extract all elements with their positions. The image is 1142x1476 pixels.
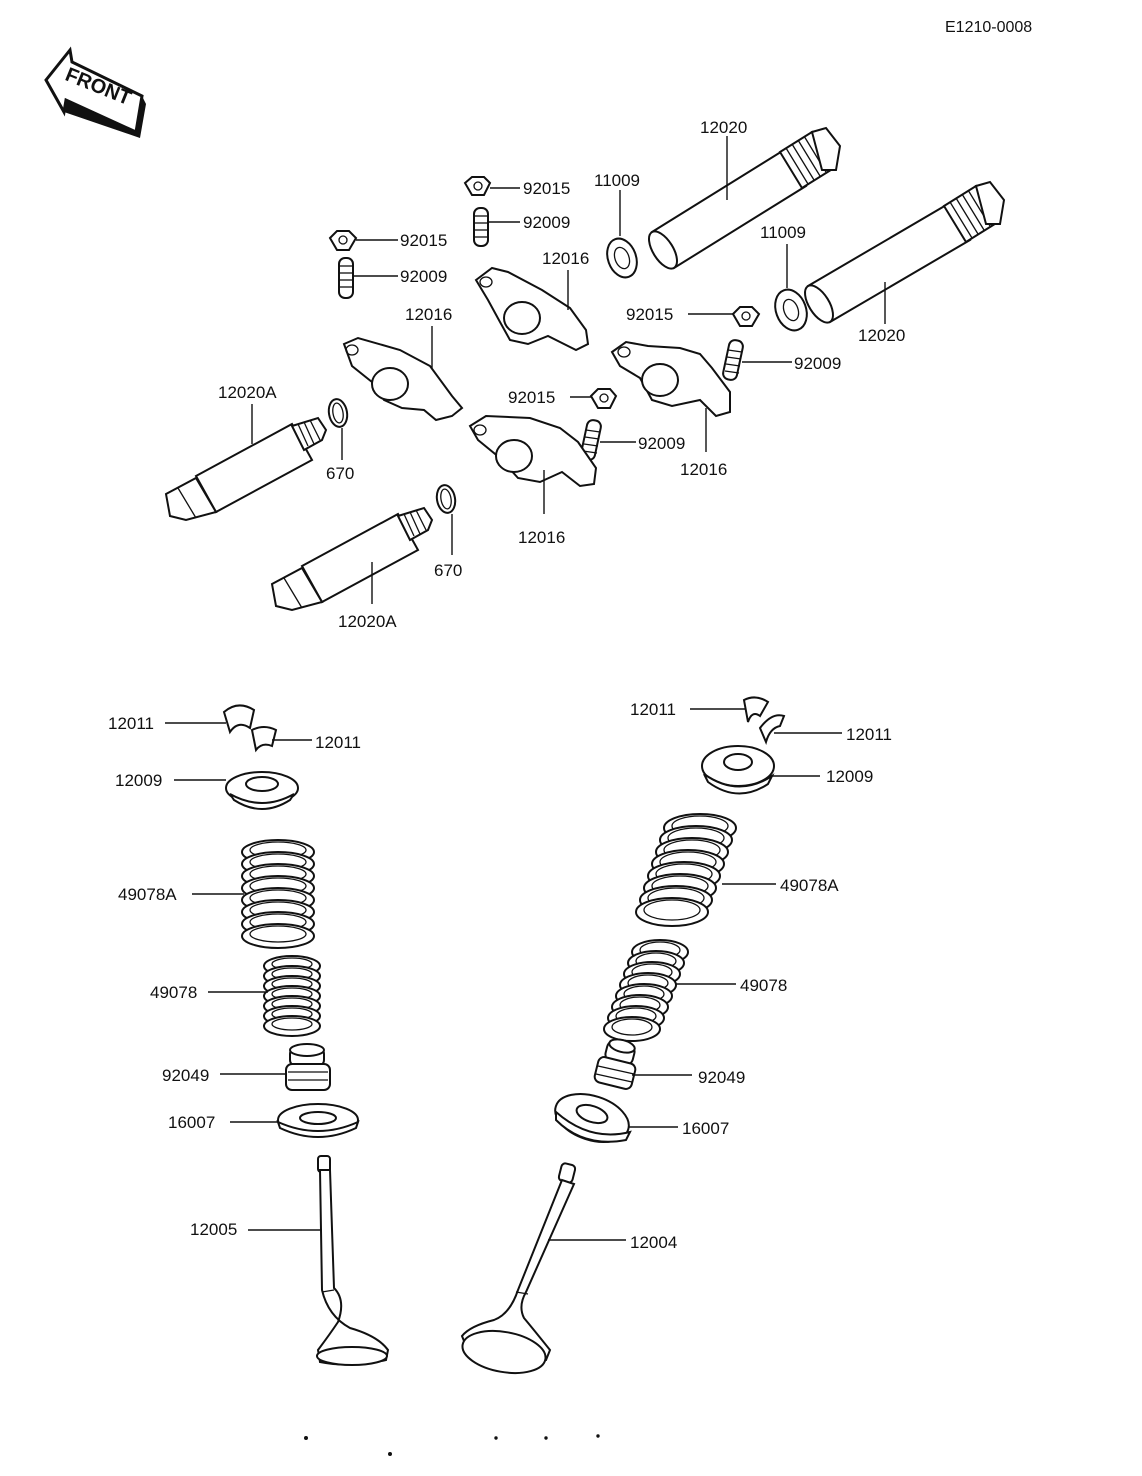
- front-arrow-icon: FRONT: [44, 46, 146, 138]
- label-49078-b: 49078: [740, 976, 787, 995]
- label-49078A-b: 49078A: [780, 876, 839, 895]
- label-12011-c: 12011: [630, 700, 676, 719]
- outer-valve-spring-49078A-b: [635, 813, 737, 927]
- nut-92015-a: [463, 176, 492, 196]
- spring-coil: [263, 1015, 321, 1037]
- label-49078-a: 49078: [150, 983, 197, 1002]
- label-12005: 12005: [190, 1220, 237, 1239]
- label-92009-c: 92009: [794, 354, 841, 373]
- cotter-12011-b: [250, 726, 278, 753]
- label-92009-a: 92009: [523, 213, 570, 232]
- rocker-shaft-12020-a: [648, 126, 842, 270]
- spring-coil-inner: [643, 899, 701, 921]
- cotter-12011-c: [742, 696, 770, 723]
- label-92049-a: 92049: [162, 1066, 209, 1085]
- rocker-arm-12016-a: [474, 266, 590, 352]
- spring-retainer-12009-a: [225, 771, 299, 810]
- spring-coil-inner: [249, 925, 307, 943]
- stem-seal-92049-b: [593, 1038, 637, 1090]
- label-92009-b: 92009: [400, 267, 447, 286]
- nut-92015-b: [328, 230, 358, 251]
- label-12020A-b: 12020A: [338, 612, 397, 631]
- outer-valve-spring-49078A-a: [241, 839, 315, 949]
- label-12009-b: 12009: [826, 767, 873, 786]
- spring-seat-16007-a: [276, 1103, 360, 1138]
- label-92049-b: 92049: [698, 1068, 745, 1087]
- intake-valve-12004: [460, 1162, 577, 1375]
- label-12016-d: 12016: [518, 528, 565, 547]
- rocker-arm-12016-b: [342, 336, 464, 422]
- o-ring-670-a: [327, 398, 349, 428]
- rocker-shaft-12020A-b: [270, 506, 434, 612]
- label-92015-b: 92015: [400, 231, 447, 250]
- spring-coil-inner: [271, 1017, 313, 1031]
- spring-coil-inner: [611, 1018, 653, 1036]
- stem-seal-92049-a: [285, 1043, 331, 1091]
- inner-valve-spring-49078-a: [263, 955, 321, 1037]
- spring-coil: [241, 923, 315, 949]
- label-16007-b: 16007: [682, 1119, 729, 1138]
- cotter-12011-d: [758, 714, 786, 745]
- label-670-b: 670: [434, 561, 462, 580]
- label-49078A-a: 49078A: [118, 885, 177, 904]
- label-12009-a: 12009: [115, 771, 162, 790]
- rocker-shaft-12020A-a: [164, 416, 328, 522]
- adjusting-screw-92009-c: [722, 339, 744, 381]
- label-12011-a: 12011: [108, 714, 154, 733]
- label-12020-b: 12020: [858, 326, 905, 345]
- label-12004: 12004: [630, 1233, 677, 1252]
- label-16007-a: 16007: [168, 1113, 215, 1132]
- label-12020A-a: 12020A: [218, 383, 277, 402]
- label-11009-b: 11009: [760, 223, 806, 242]
- label-92015-a: 92015: [523, 179, 570, 198]
- washer-11009-b: [774, 288, 808, 332]
- label-12016-c: 12016: [680, 460, 727, 479]
- label-11009-a: 11009: [594, 171, 640, 190]
- washer-11009-a: [606, 237, 638, 279]
- spring-retainer-12009-b: [701, 745, 775, 795]
- label-92015-d: 92015: [508, 388, 555, 407]
- label-92015-c: 92015: [626, 305, 673, 324]
- label-12011-b: 12011: [315, 733, 361, 752]
- exhaust-valve-12005: [316, 1155, 390, 1366]
- spring-seat-16007-b: [554, 1093, 632, 1143]
- nut-92015-d: [589, 388, 618, 409]
- label-12016-a: 12016: [542, 249, 589, 268]
- nut-92015-c: [731, 306, 761, 327]
- spring-coil: [603, 1016, 661, 1042]
- label-92009-d: 92009: [638, 434, 685, 453]
- label-670-a: 670: [326, 464, 354, 483]
- scan-specks: [304, 1434, 600, 1456]
- o-ring-670-b: [435, 484, 457, 514]
- diagram-code: E1210-0008: [945, 19, 1032, 36]
- spring-coil: [635, 897, 709, 927]
- cotter-12011-a: [222, 704, 256, 735]
- label-12020-a: 12020: [700, 118, 747, 137]
- adjusting-screw-92009-b: [338, 257, 354, 299]
- label-12011-d: 12011: [846, 725, 892, 744]
- rocker-arm-12016-c: [610, 340, 731, 418]
- label-12016-b: 12016: [405, 305, 452, 324]
- rocker-shaft-12020-b: [804, 180, 1006, 324]
- rocker-arm-12016-d: [468, 414, 598, 488]
- inner-valve-spring-49078-b: [603, 939, 689, 1042]
- adjusting-screw-92009-a: [473, 207, 489, 247]
